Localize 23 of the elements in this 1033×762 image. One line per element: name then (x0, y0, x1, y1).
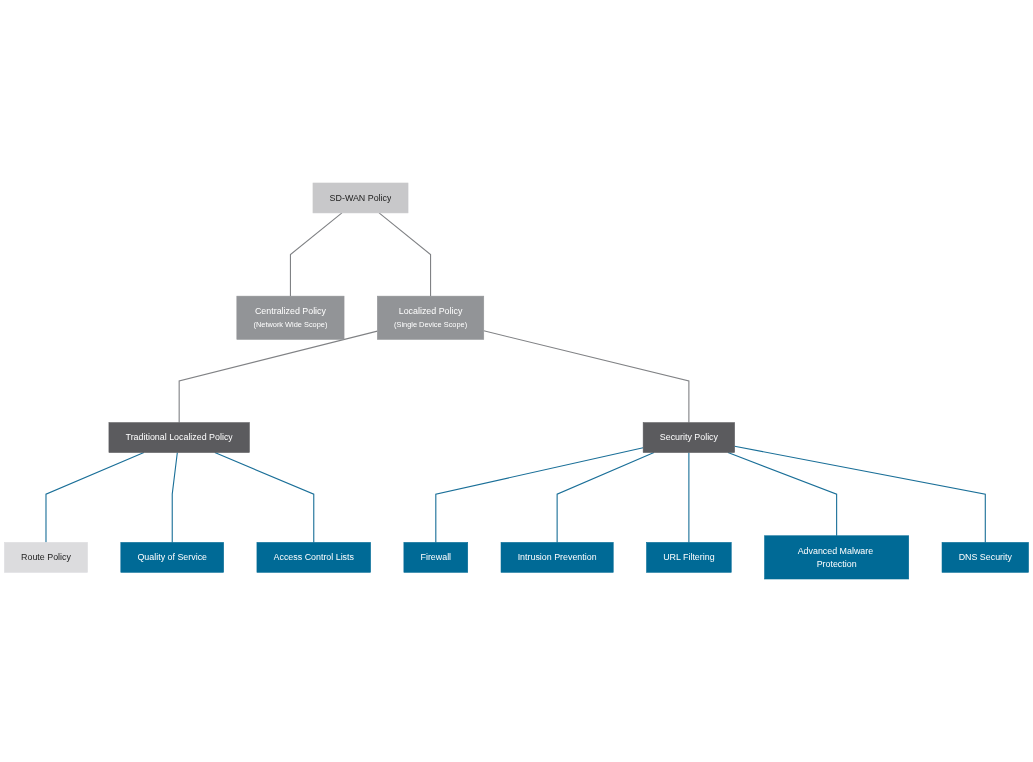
node-box: Firewall (403, 542, 468, 573)
node-box: Security Policy (642, 422, 735, 453)
connector (734, 445, 986, 543)
connector (727, 452, 838, 537)
node-box: Access Control Lists (256, 542, 371, 573)
node-box: Intrusion Prevention (500, 542, 614, 573)
connector (556, 452, 655, 543)
node-box: Quality of Service (120, 542, 224, 573)
connector (45, 452, 145, 543)
connector (178, 330, 378, 424)
connector (688, 452, 690, 543)
connector (214, 452, 315, 543)
node-box: Advanced Malware Protection (764, 535, 909, 580)
node-box: Route Policy (4, 542, 88, 573)
connector (289, 212, 343, 297)
connector (483, 330, 690, 424)
node-box: Traditional Localized Policy (108, 422, 250, 453)
node-box: SD-WAN Policy (312, 182, 409, 214)
node-box: DNS Security (941, 542, 1029, 573)
connector (171, 452, 178, 543)
connector (435, 447, 644, 543)
connector (378, 212, 432, 297)
node-box: URL Filtering (646, 542, 732, 573)
